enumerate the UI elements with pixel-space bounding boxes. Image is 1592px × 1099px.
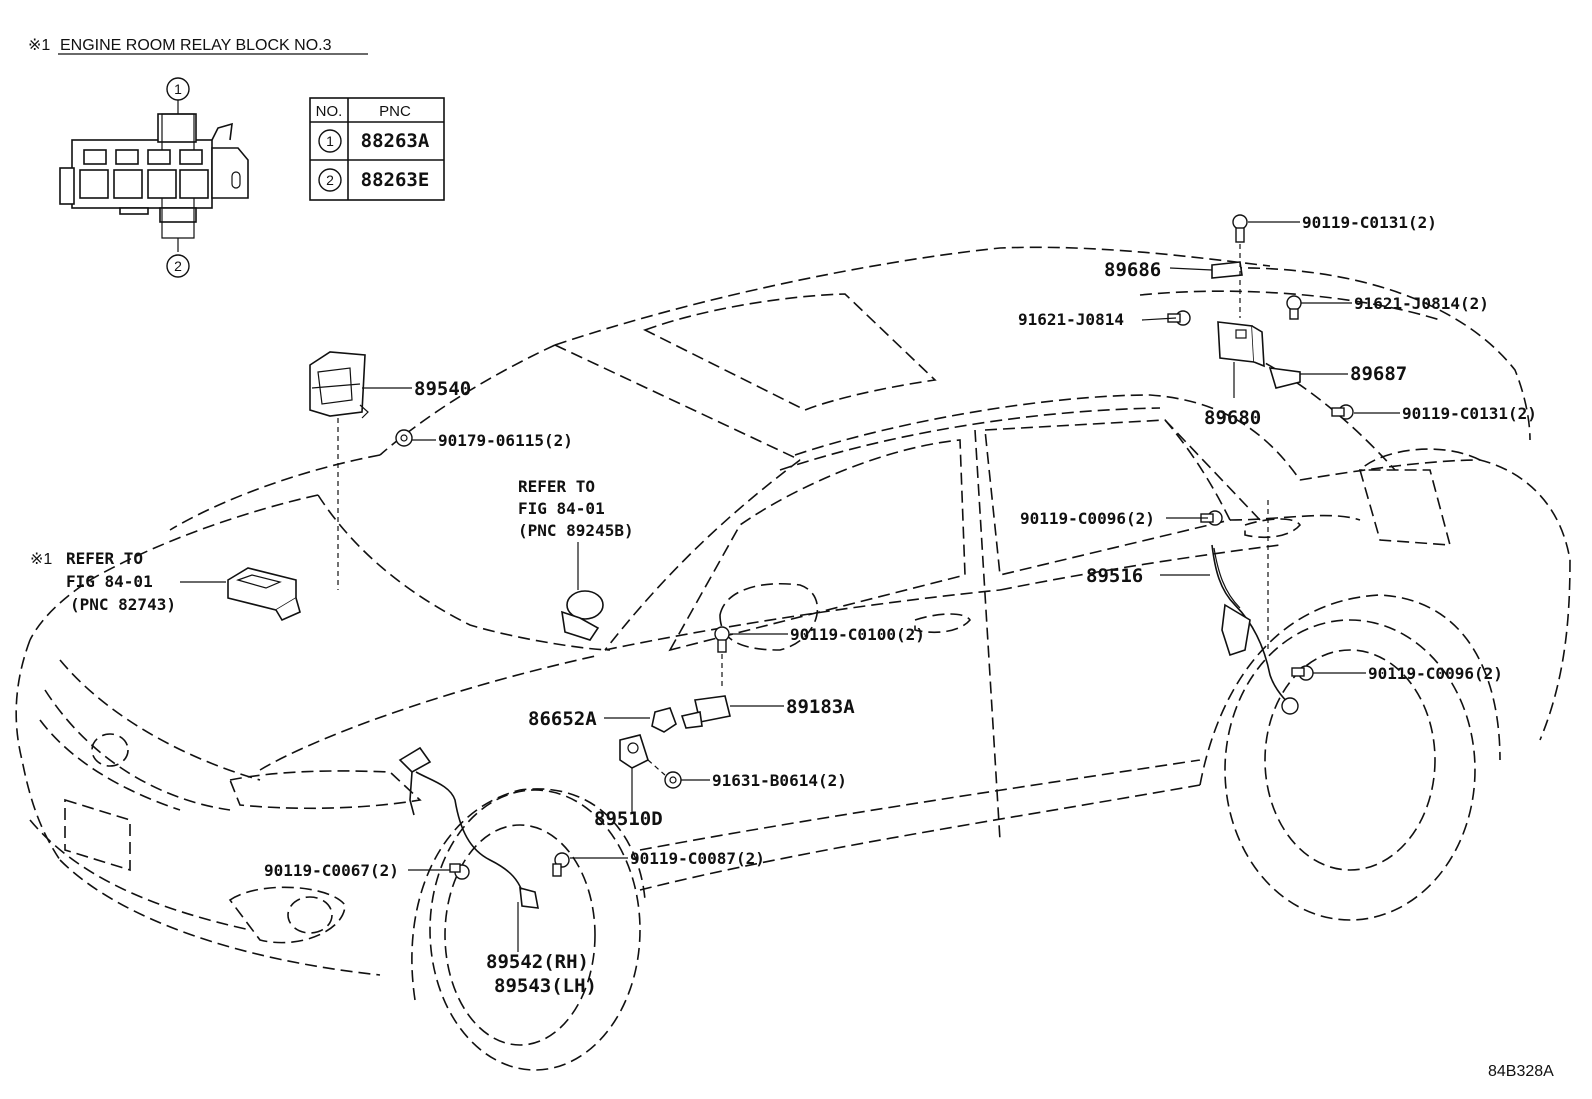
refer-left-line3: (PNC 82743) bbox=[70, 595, 176, 614]
table-row-no: 1 bbox=[326, 133, 334, 149]
sensor-89542 bbox=[398, 746, 539, 909]
refer-center-line1: REFER TO bbox=[518, 477, 595, 496]
label-90119-c0131-bottom: 90119-C0131(2) bbox=[1402, 404, 1537, 423]
label-89686: 89686 bbox=[1104, 259, 1161, 281]
sensor-89510d bbox=[619, 734, 649, 769]
table-header-pnc: PNC bbox=[379, 103, 411, 120]
refer-left-line2: FIG 84-01 bbox=[66, 572, 153, 591]
label-89510d: 89510D bbox=[594, 808, 663, 830]
refer-note-center: REFER TO FIG 84-01 (PNC 89245B) bbox=[518, 477, 634, 540]
label-89540: 89540 bbox=[414, 378, 471, 400]
callout-2-label: 2 bbox=[174, 258, 182, 274]
clip-86652a bbox=[651, 707, 677, 733]
label-91621-j0814-right: 91621-J0814(2) bbox=[1354, 294, 1489, 313]
label-90119-c0100: 90119-C0100(2) bbox=[790, 625, 925, 644]
refer-note-left: ※1 REFER TO FIG 84-01 (PNC 82743) bbox=[30, 549, 176, 614]
label-89516: 89516 bbox=[1086, 565, 1143, 587]
nut-icon bbox=[395, 429, 413, 447]
bolt-icon bbox=[1286, 295, 1302, 320]
callout-2-circle bbox=[166, 254, 190, 278]
relay-block-drawing: 1 2 bbox=[59, 77, 249, 278]
bolt-icon bbox=[552, 852, 570, 877]
part-labels: 90119-C0131(2) 89686 91621-J0814(2) 9162… bbox=[264, 213, 1537, 997]
refer-center-line2: FIG 84-01 bbox=[518, 499, 605, 518]
label-89543-lh: 89543(LH) bbox=[494, 975, 597, 997]
callout-1-label: 1 bbox=[174, 81, 182, 97]
bolt-icon bbox=[1331, 404, 1354, 420]
bolt-icon bbox=[1232, 214, 1248, 243]
bolt-icon bbox=[449, 863, 470, 880]
refer-left-marker: ※1 bbox=[30, 551, 52, 568]
sensor-89183a bbox=[680, 695, 731, 729]
label-90119-c0096-top: 90119-C0096(2) bbox=[1020, 509, 1155, 528]
table-row-no: 2 bbox=[326, 172, 334, 188]
bolt-icon bbox=[714, 626, 730, 653]
label-91631-b0614: 91631-B0614(2) bbox=[712, 771, 847, 790]
table-row-pnc: 88263A bbox=[361, 130, 430, 152]
bolt-icon bbox=[1291, 665, 1314, 681]
label-89680: 89680 bbox=[1204, 407, 1261, 429]
label-86652a: 86652A bbox=[528, 708, 597, 730]
label-90179-06115: 90179-06115(2) bbox=[438, 431, 573, 450]
label-90119-c0067: 90119-C0067(2) bbox=[264, 861, 399, 880]
label-90119-c0087: 90119-C0087(2) bbox=[630, 849, 765, 868]
pnc-table: NO. PNC 1 88263A 2 88263E bbox=[309, 97, 445, 201]
relay-block-header: ※1 ENGINE ROOM RELAY BLOCK NO.3 bbox=[28, 37, 368, 55]
label-91621-j0814-left: 91621-J0814 bbox=[1018, 310, 1124, 329]
table-row: 1 88263A bbox=[318, 129, 430, 153]
label-89687: 89687 bbox=[1350, 363, 1407, 385]
refer-center-line3: (PNC 89245B) bbox=[518, 521, 634, 540]
module-89540 bbox=[309, 351, 369, 419]
figure-code: 84B328A bbox=[1488, 1063, 1554, 1080]
nut-icon bbox=[664, 771, 682, 789]
table-row: 2 88263E bbox=[318, 168, 430, 192]
sensor-89516 bbox=[1211, 544, 1299, 715]
module-89680 bbox=[1211, 261, 1301, 389]
label-89183a: 89183A bbox=[786, 696, 855, 718]
label-90119-c0096-bottom: 90119-C0096(2) bbox=[1368, 664, 1503, 683]
callout-1-circle bbox=[166, 77, 190, 101]
table-header-no: NO. bbox=[316, 103, 343, 120]
leader-lines bbox=[180, 221, 1400, 952]
table-row-pnc: 88263E bbox=[361, 169, 430, 191]
header-marker: ※1 bbox=[28, 37, 50, 54]
sensor-89245b bbox=[561, 590, 604, 641]
relay-82743 bbox=[227, 567, 301, 622]
label-89542-rh: 89542(RH) bbox=[486, 951, 589, 973]
label-90119-c0131-top: 90119-C0131(2) bbox=[1302, 213, 1437, 232]
header-title: ENGINE ROOM RELAY BLOCK NO.3 bbox=[60, 37, 332, 54]
refer-left-line1: REFER TO bbox=[66, 549, 143, 568]
vehicle-outline bbox=[15, 246, 1571, 1071]
